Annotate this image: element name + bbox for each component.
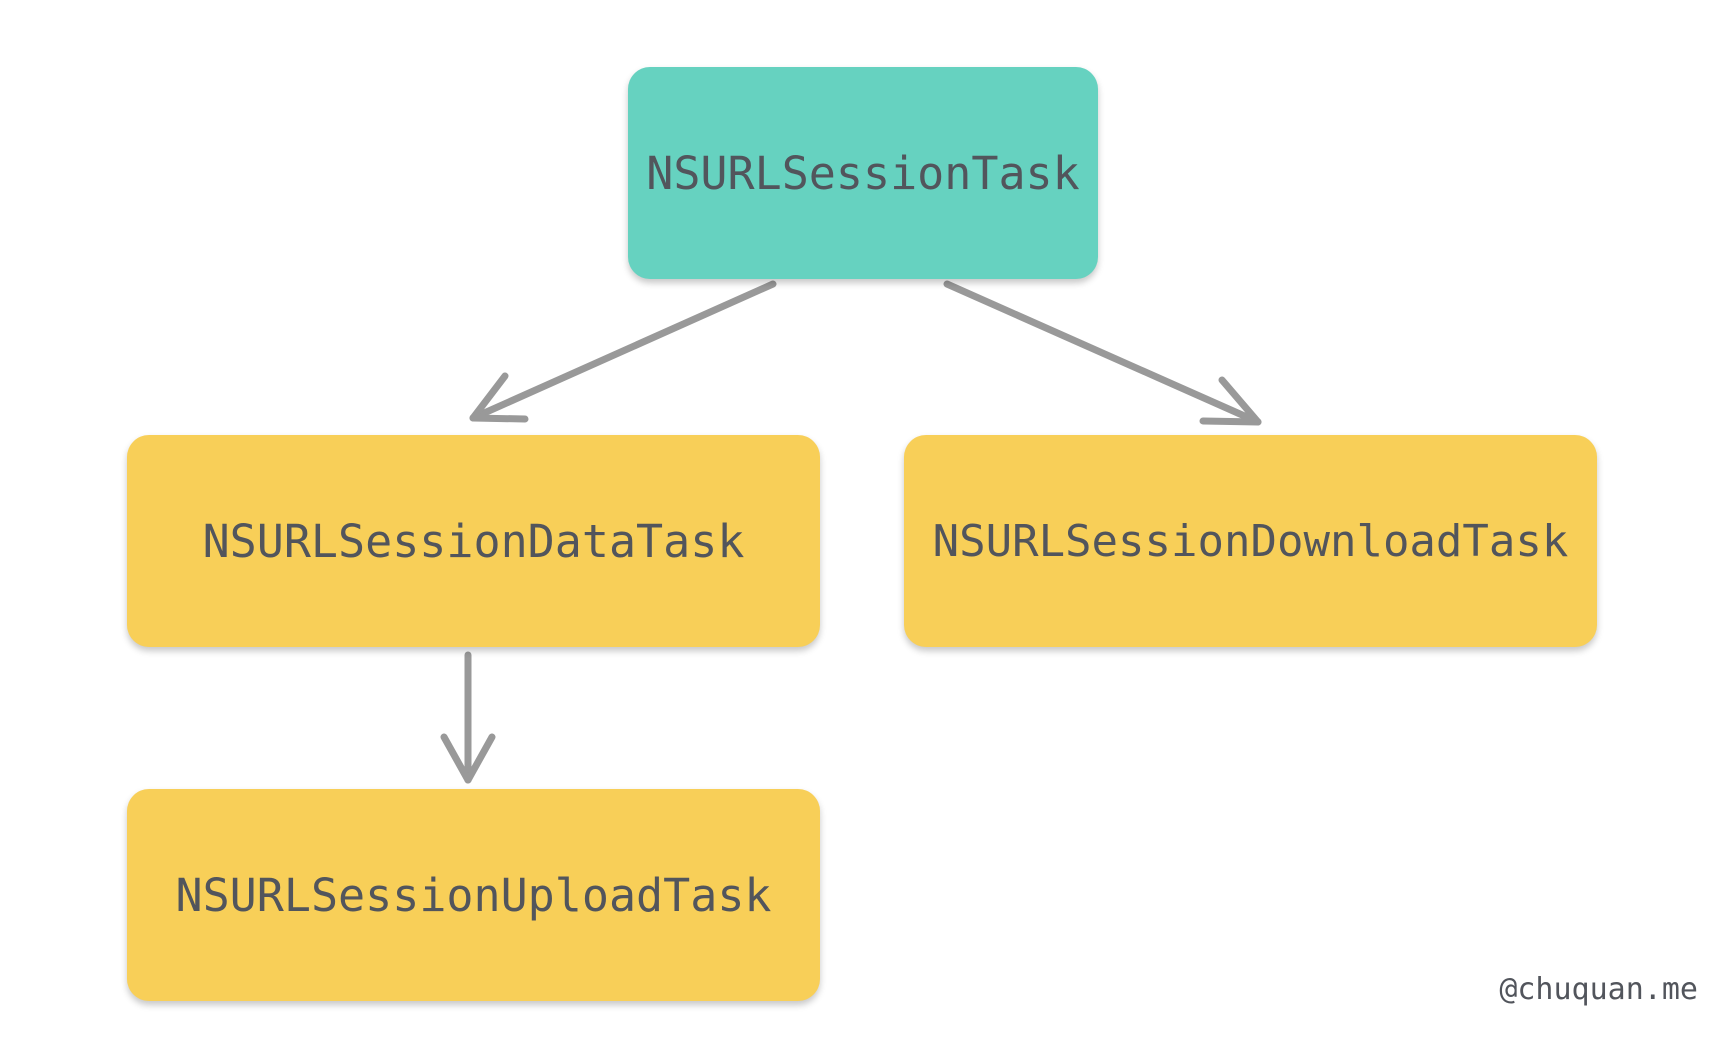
node-label: NSURLSessionDataTask	[202, 514, 745, 568]
node-label: NSURLSessionTask	[646, 146, 1080, 200]
node-label: NSURLSessionUploadTask	[175, 868, 772, 922]
arrow-root-to-data	[469, 280, 777, 423]
node-label: NSURLSessionDownloadTask	[932, 515, 1569, 567]
author-credit: @chuquan.me	[1499, 972, 1698, 1007]
node-nsurlsessiondatatask: NSURLSessionDataTask	[127, 435, 820, 647]
arrow-root-to-download	[943, 280, 1262, 426]
node-nsurlsessiondownloadtask: NSURLSessionDownloadTask	[904, 435, 1597, 647]
node-nsurlsessiontask: NSURLSessionTask	[628, 67, 1098, 279]
node-nsurlsessionuploadtask: NSURLSessionUploadTask	[127, 789, 820, 1001]
arrow-data-to-upload	[440, 651, 496, 784]
